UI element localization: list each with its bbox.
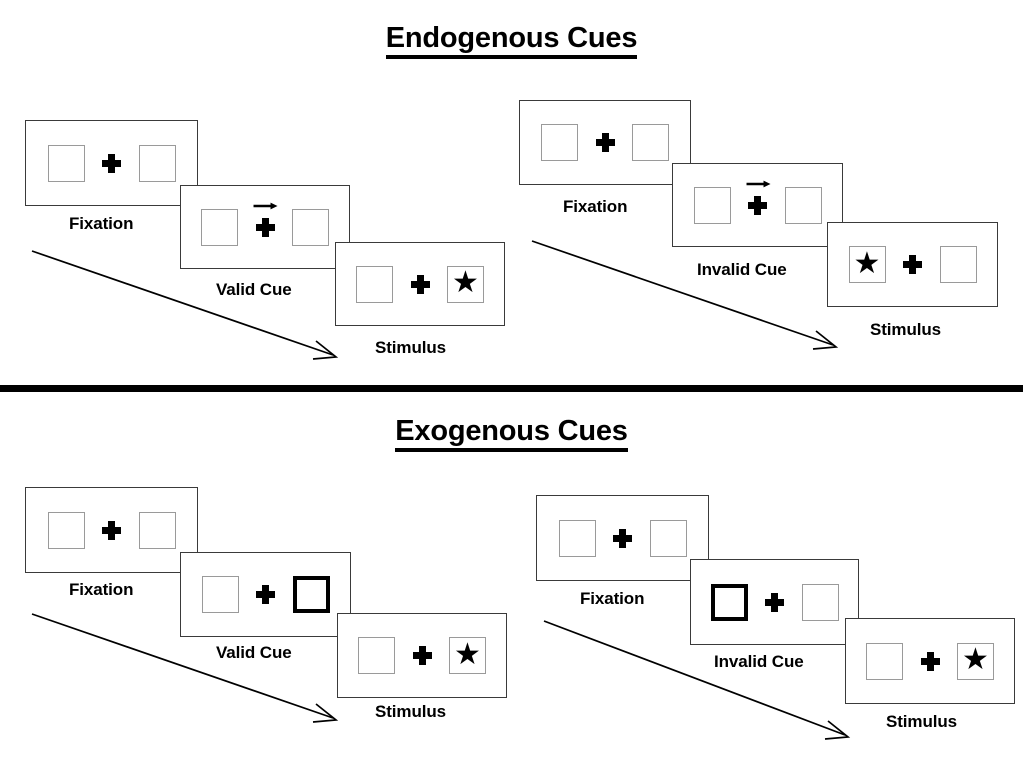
- panel-inner: ★: [358, 637, 486, 674]
- target-box-left: [541, 124, 578, 161]
- target-box-right: [801, 583, 839, 621]
- target-box-right: [649, 519, 687, 557]
- panel-caption: Stimulus: [375, 702, 446, 721]
- fixation-center: [745, 180, 771, 215]
- target-box-right: ★: [449, 637, 486, 674]
- panel-inner: [693, 180, 822, 224]
- panel-inner: ★: [356, 265, 484, 303]
- fixation-center: [900, 255, 926, 274]
- section-divider: [0, 385, 1023, 392]
- panel-fixation: [536, 495, 709, 581]
- section-title-exogenous-text: Exogenous Cues: [395, 415, 628, 452]
- fixation-cross-icon: [102, 520, 121, 540]
- panel-caption: Invalid Cue: [697, 260, 787, 279]
- target-box-left-cued: [710, 583, 748, 621]
- panel-inner: [558, 519, 687, 557]
- panel-caption: Fixation: [69, 580, 134, 599]
- fixation-center: [762, 592, 788, 612]
- target-box-right: ★: [447, 265, 484, 303]
- panel-caption: Stimulus: [886, 712, 957, 731]
- fixation-cross-icon: [613, 528, 632, 548]
- target-box-right: [292, 208, 329, 246]
- target-box-right: [138, 144, 176, 182]
- panel-fixation: [25, 120, 198, 206]
- target-box-right: [632, 124, 669, 161]
- target-box-left: [558, 519, 596, 557]
- panel-caption: Invalid Cue: [714, 652, 804, 671]
- section-title-endogenous: Endogenous Cues: [0, 22, 1023, 59]
- target-box-right: [138, 511, 176, 549]
- fixation-center: [917, 651, 943, 671]
- fixation-center: [99, 153, 125, 173]
- fixation-center: [253, 585, 279, 604]
- fixation-center: [252, 202, 278, 237]
- panel-caption: Fixation: [563, 197, 628, 216]
- section-title-endogenous-text: Endogenous Cues: [385, 22, 637, 59]
- fixation-center: [407, 274, 433, 294]
- panel-inner: [541, 124, 669, 161]
- fixation-center: [610, 528, 636, 548]
- panel-fixation: [519, 100, 691, 185]
- fixation-center: [409, 646, 435, 665]
- panel-fixation: [25, 487, 198, 573]
- section-title-exogenous: Exogenous Cues: [0, 415, 1023, 452]
- panel-inner: [710, 583, 839, 621]
- cue-arrow-right-icon: [746, 180, 771, 187]
- target-box-right: [939, 246, 977, 283]
- target-box-left: [356, 265, 393, 303]
- star-icon: ★: [452, 266, 479, 299]
- fixation-cross-icon: [595, 133, 615, 152]
- target-box-right-cued: [292, 576, 330, 613]
- fixation-cross-icon: [255, 217, 275, 237]
- fixation-cross-icon: [256, 585, 275, 604]
- panel-invalid-cue: [690, 559, 859, 645]
- target-box-left: [358, 637, 395, 674]
- fixation-cross-icon: [748, 195, 767, 215]
- panel-caption: Fixation: [580, 589, 645, 608]
- panel-caption: Valid Cue: [216, 643, 292, 662]
- sequence-arrow-icon: [531, 240, 839, 350]
- target-box-left: [201, 576, 239, 613]
- target-box-left: [866, 642, 903, 680]
- fixation-cross-icon: [412, 646, 432, 665]
- panel-valid-cue: [180, 552, 351, 637]
- panel-stimulus: ★: [335, 242, 505, 326]
- target-box-left: [47, 144, 85, 182]
- star-icon: ★: [853, 246, 881, 280]
- target-box-left: [693, 186, 731, 224]
- panel-valid-cue: [180, 185, 350, 269]
- panel-caption: Valid Cue: [216, 280, 292, 299]
- panel-caption: Fixation: [69, 214, 134, 233]
- panel-invalid-cue: [672, 163, 843, 247]
- fixation-cross-icon: [410, 274, 430, 294]
- panel-inner: ★: [848, 246, 977, 283]
- target-box-right: [784, 186, 822, 224]
- panel-inner: [201, 202, 329, 246]
- target-box-left: [201, 208, 238, 246]
- panel-inner: [201, 576, 330, 613]
- target-box-left: [47, 511, 85, 549]
- cue-arrow-right-icon: [253, 202, 278, 209]
- panel-inner: ★: [866, 642, 994, 680]
- panel-inner: [47, 511, 176, 549]
- target-box-left: ★: [848, 246, 886, 283]
- panel-caption: Stimulus: [375, 338, 446, 357]
- fixation-cross-icon: [102, 153, 121, 173]
- fixation-cross-icon: [903, 255, 922, 274]
- panel-stimulus: ★: [845, 618, 1015, 704]
- star-icon: ★: [454, 637, 481, 671]
- target-box-right: ★: [957, 642, 994, 680]
- panel-stimulus: ★: [337, 613, 507, 698]
- fixation-center: [99, 520, 125, 540]
- panel-inner: [47, 144, 176, 182]
- panel-caption: Stimulus: [870, 320, 941, 339]
- fixation-cross-icon: [920, 651, 940, 671]
- panel-stimulus: ★: [827, 222, 998, 307]
- fixation-center: [592, 133, 618, 152]
- star-icon: ★: [962, 643, 989, 676]
- fixation-cross-icon: [765, 592, 784, 612]
